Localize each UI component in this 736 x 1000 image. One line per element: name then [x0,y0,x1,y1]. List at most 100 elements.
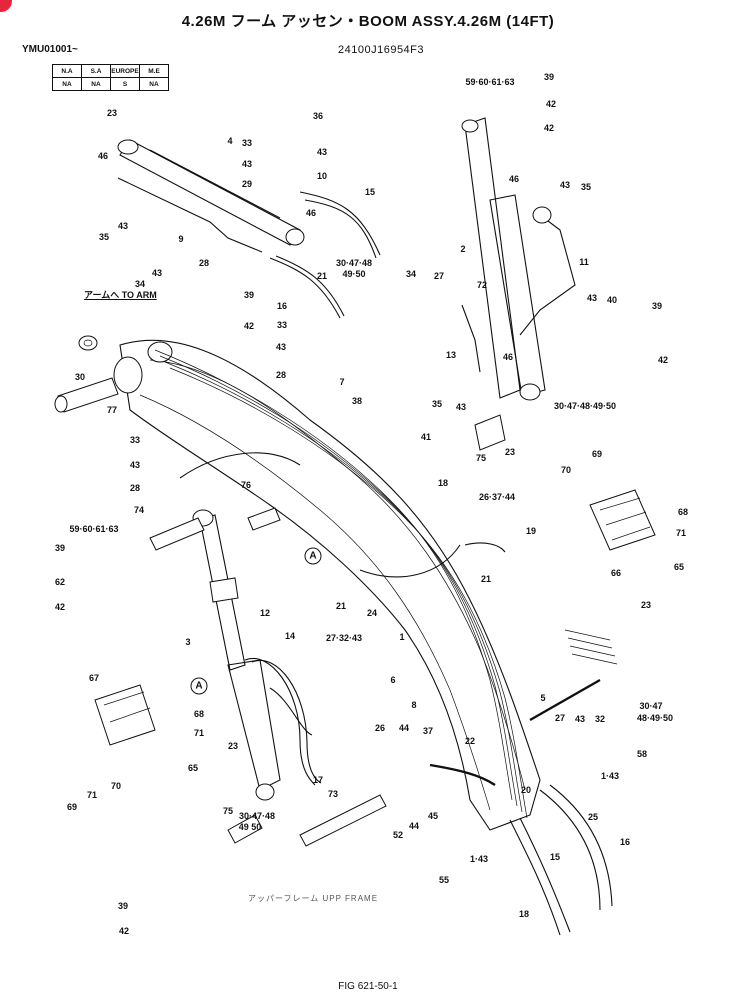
part-label: 68 [193,709,205,719]
part-label: 34 [134,279,146,289]
part-label: 20 [520,785,532,795]
part-label: 68 [677,507,689,517]
part-label: 17 [312,775,324,785]
part-label: 42 [243,321,255,331]
callout-a-lower: A [190,677,208,695]
part-label: 24 [366,608,378,618]
part-label: 1·43 [469,854,489,864]
part-label: 74 [133,505,145,515]
work-light-left [94,684,156,746]
part-label: 37 [422,726,434,736]
hose-15-lower-outer [519,817,571,933]
part-label: 26 [374,723,386,733]
part-label: 46 [97,151,109,161]
washer-30 [78,335,98,351]
part-label: 39 [54,543,66,553]
hose-15-outer [304,199,377,259]
table-cell: NA [52,77,82,91]
part-label: 27 [433,271,445,281]
part-label: 2 [460,244,466,254]
part-label: 65 [673,562,685,572]
part-label: 10 [316,171,328,181]
assembly-part-number: 24100J16954F3 [338,44,425,56]
wire-lower [429,763,496,786]
hose-16-lower [539,789,601,911]
part-label: 7 [339,377,345,387]
part-label: 28 [129,483,141,493]
part-label: 39 [117,901,129,911]
part-label: 30·47·48·49·50 [553,401,617,411]
part-label: 23 [640,600,652,610]
part-label: 43 [586,293,598,303]
part-label: 39 [543,72,555,82]
part-label: 42 [543,123,555,133]
hose-16-lower-outer [549,784,613,907]
table-row: N.A S.A EUROPE M.E [52,64,169,78]
part-label: 43 [117,221,129,231]
pin-77 [54,377,119,413]
part-label: 27 [554,713,566,723]
part-label: 21 [335,601,347,611]
part-label: 43 [455,402,467,412]
table-row: NA NA S NA [52,77,169,91]
part-label: 28 [198,258,210,268]
part-label: 43 [151,268,163,278]
part-label: 15 [364,187,376,197]
part-label: 16 [619,837,631,847]
part-label: 66 [610,568,622,578]
callout-a-upper: A [304,547,322,565]
part-label: 59·60·61·63 [69,524,119,534]
part-label: 44 [398,723,410,733]
part-label: 30 [74,372,86,382]
part-label: 26·37·44 [478,492,516,502]
part-label: 30·47 [639,701,663,711]
part-label: 73 [327,789,339,799]
part-label: 36 [312,111,324,121]
part-label: 16 [276,301,288,311]
pin-73 [299,794,387,847]
part-label: 69 [591,449,603,459]
hose-17-branch [269,687,313,736]
part-label: 33 [129,435,141,445]
part-label: 77 [106,405,118,415]
part-label: 43 [275,342,287,352]
part-label: 42 [545,99,557,109]
serial-number: YMU01001~ [22,44,78,55]
part-label: 22 [464,736,476,746]
part-label: 46 [305,208,317,218]
part-label: 18 [518,909,530,919]
part-label: 48·49·50 [636,713,674,723]
to-arm-note: アームへ TO ARM [84,290,157,300]
part-label: 58 [636,749,648,759]
part-label: 70 [560,465,572,475]
part-label: 9 [178,234,184,244]
part-label: 43 [129,460,141,470]
hydraulic-pipe-bundle [154,349,528,819]
part-label: 23 [106,108,118,118]
part-label: 70 [110,781,122,791]
pin-74 [149,517,205,551]
part-label: 30·47·48 [335,258,373,268]
part-label: 71 [675,528,687,538]
part-label: 12 [259,608,271,618]
figure-number: FIG 621-50-1 [338,981,398,992]
part-label: 75 [475,453,487,463]
part-label: 8 [411,700,417,710]
hose-15-lower [509,819,561,936]
part-label: 49·50 [342,269,366,279]
pin-76 [247,507,281,531]
part-label: 38 [351,396,363,406]
part-label: 43 [241,159,253,169]
part-label: 14 [284,631,296,641]
hose-15 [299,191,381,256]
part-label: 52 [392,830,404,840]
part-label: 35 [98,232,110,242]
part-label: 21 [480,574,492,584]
boom-cylinder-upper [117,139,305,246]
part-label: 42 [118,926,130,936]
part-label: 28 [275,370,287,380]
part-label: 44 [408,821,420,831]
part-label: 75 [222,806,234,816]
part-label: 39 [243,290,255,300]
